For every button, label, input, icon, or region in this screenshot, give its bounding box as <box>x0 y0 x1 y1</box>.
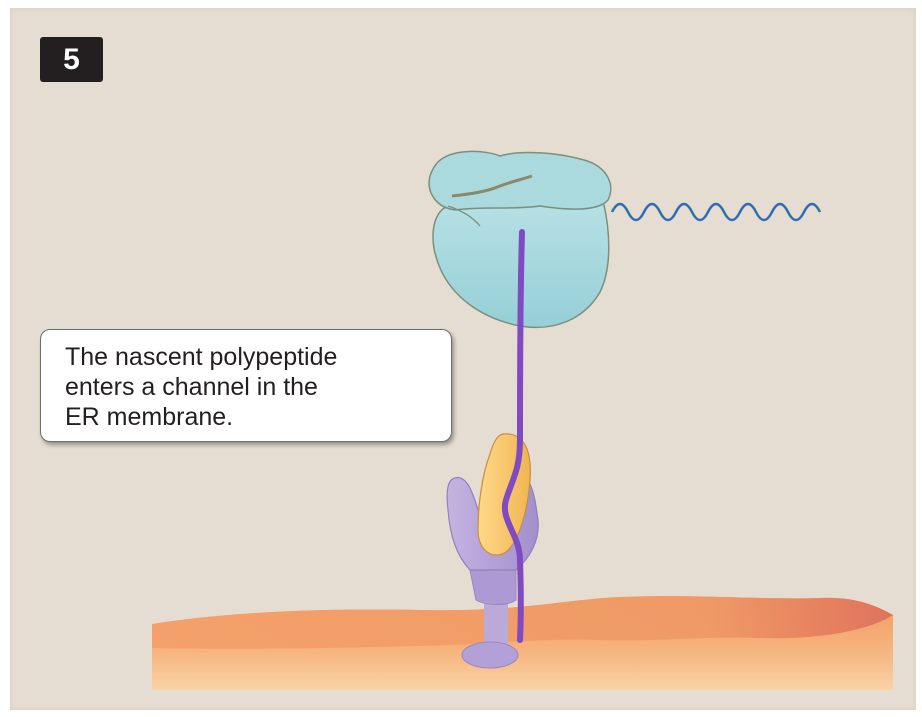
callout-line: ER membrane. <box>65 402 441 432</box>
callout-box: The nascent polypeptide enters a channel… <box>40 329 452 442</box>
mrna-strand-icon <box>612 204 820 220</box>
callout-text: The nascent polypeptide enters a channel… <box>65 342 441 432</box>
step-number-badge: 5 <box>40 37 103 82</box>
callout-line: enters a channel in the <box>65 372 441 402</box>
callout-line: The nascent polypeptide <box>65 342 441 372</box>
